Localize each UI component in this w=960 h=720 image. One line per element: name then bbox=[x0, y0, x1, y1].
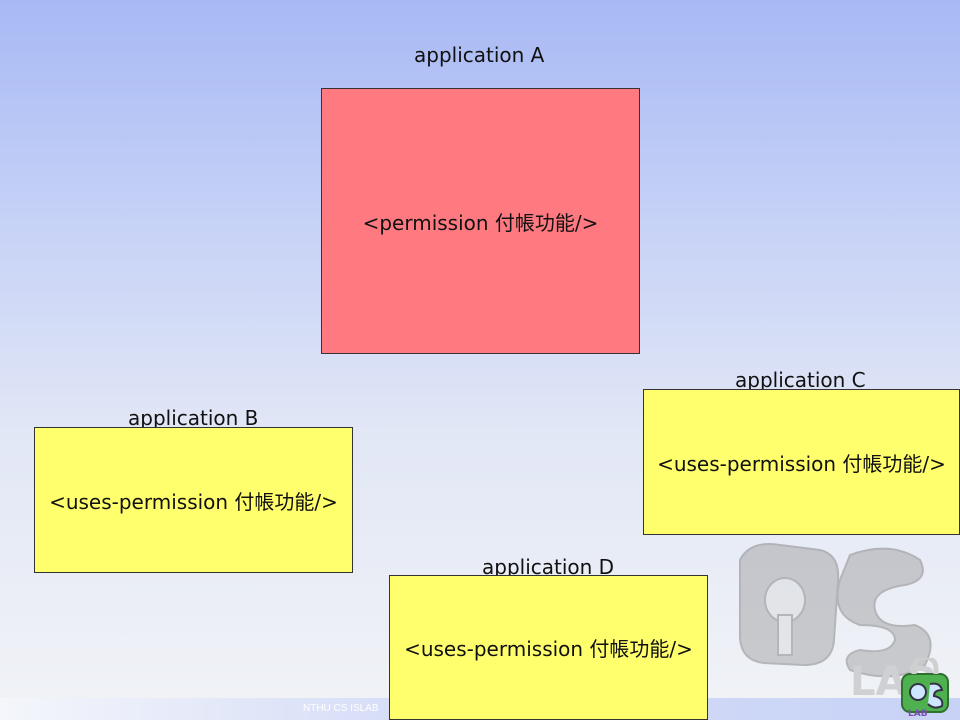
application-d-permission-text: <uses-permission 付帳功能/> bbox=[404, 637, 693, 661]
application-a-title: application A bbox=[414, 43, 545, 67]
svg-text:LAB: LAB bbox=[908, 709, 928, 718]
application-b-box: <uses-permission 付帳功能/> bbox=[34, 427, 353, 573]
application-b-title: application B bbox=[128, 406, 259, 430]
application-d-box: <uses-permission 付帳功能/> bbox=[389, 575, 708, 720]
application-a-box: <permission 付帳功能/> bbox=[321, 88, 640, 354]
application-c-box: <uses-permission 付帳功能/> bbox=[643, 389, 960, 535]
application-b-permission-text: <uses-permission 付帳功能/> bbox=[49, 489, 338, 514]
footer-text: NTHU CS ISLAB bbox=[303, 703, 379, 714]
islab-lock-logo-icon: LAB bbox=[901, 658, 949, 718]
application-c-title: application C bbox=[735, 368, 866, 392]
islab-os-watermark-icon: LAB bbox=[738, 543, 937, 705]
application-a-permission-text: <permission 付帳功能/> bbox=[362, 210, 599, 235]
application-c-permission-text: <uses-permission 付帳功能/> bbox=[657, 451, 946, 476]
